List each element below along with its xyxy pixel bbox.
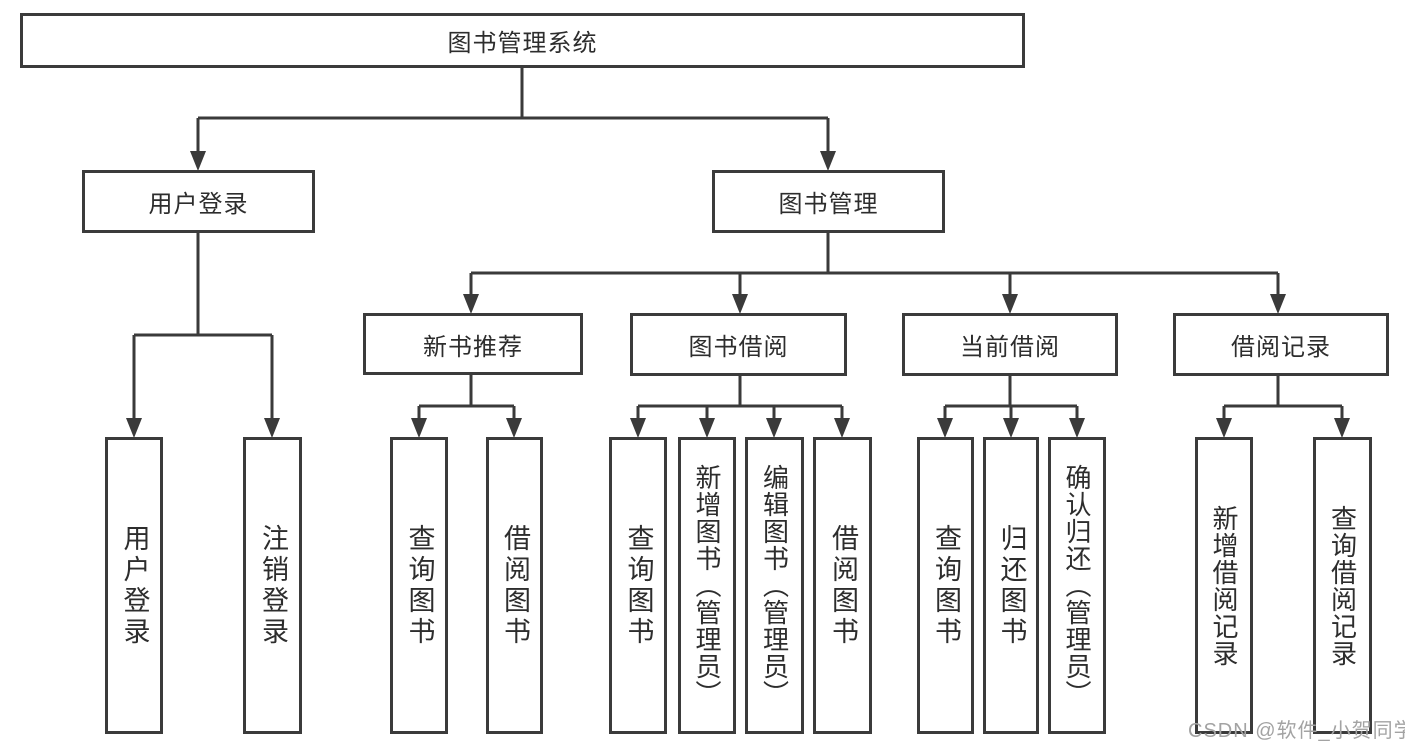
arrow-down-icon bbox=[1216, 418, 1232, 438]
arrow-down-icon bbox=[411, 418, 427, 438]
leaf-query-borrow-record: 查询借阅记录 bbox=[1313, 437, 1372, 734]
leaf-return-books: 归还图书 bbox=[983, 437, 1039, 734]
leaf-label: 用户登录 bbox=[119, 523, 150, 648]
leaf-label: 归还图书 bbox=[996, 523, 1027, 648]
node-book-borrowing: 图书借阅 bbox=[630, 313, 847, 376]
node-borrowing-records: 借阅记录 bbox=[1173, 313, 1389, 376]
connector-new-books-to-leaves bbox=[411, 375, 522, 438]
arrow-down-icon bbox=[1002, 294, 1018, 314]
node-label: 图书管理 bbox=[778, 191, 879, 218]
arrow-down-icon bbox=[506, 418, 522, 438]
leaf-label: 新增图书（管理员） bbox=[692, 464, 722, 707]
node-book-management: 图书管理 bbox=[712, 170, 945, 233]
leaf-query-books: 查询图书 bbox=[917, 437, 974, 734]
arrow-down-icon bbox=[699, 418, 715, 438]
node-label: 新书推荐 bbox=[423, 333, 523, 361]
leaf-user-login: 用户登录 bbox=[105, 437, 163, 734]
leaf-edit-books-admin: 编辑图书（管理员） bbox=[745, 437, 804, 734]
connector-root-to-level2 bbox=[190, 68, 836, 171]
leaf-label: 编辑图书（管理员） bbox=[759, 464, 790, 707]
arrow-down-icon bbox=[126, 418, 142, 438]
leaf-borrow-books: 借阅图书 bbox=[813, 437, 872, 734]
node-user-login: 用户登录 bbox=[82, 170, 315, 233]
arrow-down-icon bbox=[1270, 294, 1286, 314]
leaf-query-books: 查询图书 bbox=[390, 437, 448, 734]
node-library-management-system: 图书管理系统 bbox=[20, 13, 1025, 68]
arrow-down-icon bbox=[264, 418, 280, 438]
connector-book-borrow-to-leaves bbox=[630, 376, 850, 438]
node-label: 用户登录 bbox=[148, 191, 249, 218]
arrow-down-icon bbox=[766, 418, 782, 438]
node-label: 借阅记录 bbox=[1231, 334, 1331, 361]
leaf-label: 查询图书 bbox=[931, 523, 961, 648]
connector-book-mgmt-to-level3 bbox=[463, 233, 1286, 314]
arrow-down-icon bbox=[630, 418, 646, 438]
arrow-down-icon bbox=[1334, 418, 1350, 438]
arrow-down-icon bbox=[1003, 418, 1019, 438]
arrow-down-icon bbox=[820, 151, 836, 171]
leaf-add-books-admin: 新增图书（管理员） bbox=[678, 437, 736, 734]
node-label: 图书借阅 bbox=[688, 334, 789, 361]
node-new-book-recommendation: 新书推荐 bbox=[363, 313, 583, 375]
arrow-down-icon bbox=[834, 418, 850, 438]
leaf-label: 借阅图书 bbox=[828, 523, 858, 648]
leaf-label: 注销登录 bbox=[258, 523, 288, 648]
leaf-label: 确认归还（管理员） bbox=[1062, 464, 1092, 707]
arrow-down-icon bbox=[1069, 418, 1085, 438]
arrow-down-icon bbox=[732, 294, 748, 314]
leaf-logout: 注销登录 bbox=[243, 437, 302, 734]
leaf-label: 查询借阅记录 bbox=[1327, 504, 1358, 667]
leaf-confirm-return-admin: 确认归还（管理员） bbox=[1048, 437, 1106, 734]
leaf-label: 新增借阅记录 bbox=[1209, 504, 1239, 667]
arrow-down-icon bbox=[190, 151, 206, 171]
leaf-add-borrow-record: 新增借阅记录 bbox=[1195, 437, 1253, 734]
leaf-label: 查询图书 bbox=[623, 523, 654, 648]
leaf-label: 查询图书 bbox=[404, 523, 435, 648]
node-current-borrowing: 当前借阅 bbox=[902, 313, 1118, 376]
node-label: 图书管理系统 bbox=[447, 30, 598, 57]
leaf-label: 借阅图书 bbox=[500, 523, 530, 648]
arrow-down-icon bbox=[463, 294, 479, 314]
leaf-query-books: 查询图书 bbox=[609, 437, 667, 734]
leaf-borrow-books: 借阅图书 bbox=[486, 437, 543, 734]
arrow-down-icon bbox=[937, 418, 953, 438]
node-label: 当前借阅 bbox=[960, 334, 1060, 361]
connector-user-login-to-leaves bbox=[126, 233, 280, 438]
csdn-watermark: CSDN @软件_小贺同学 bbox=[1188, 720, 1405, 742]
connector-current-borrow-to-leaves bbox=[937, 376, 1085, 438]
connector-borrow-records-to-leaves bbox=[1216, 375, 1350, 438]
